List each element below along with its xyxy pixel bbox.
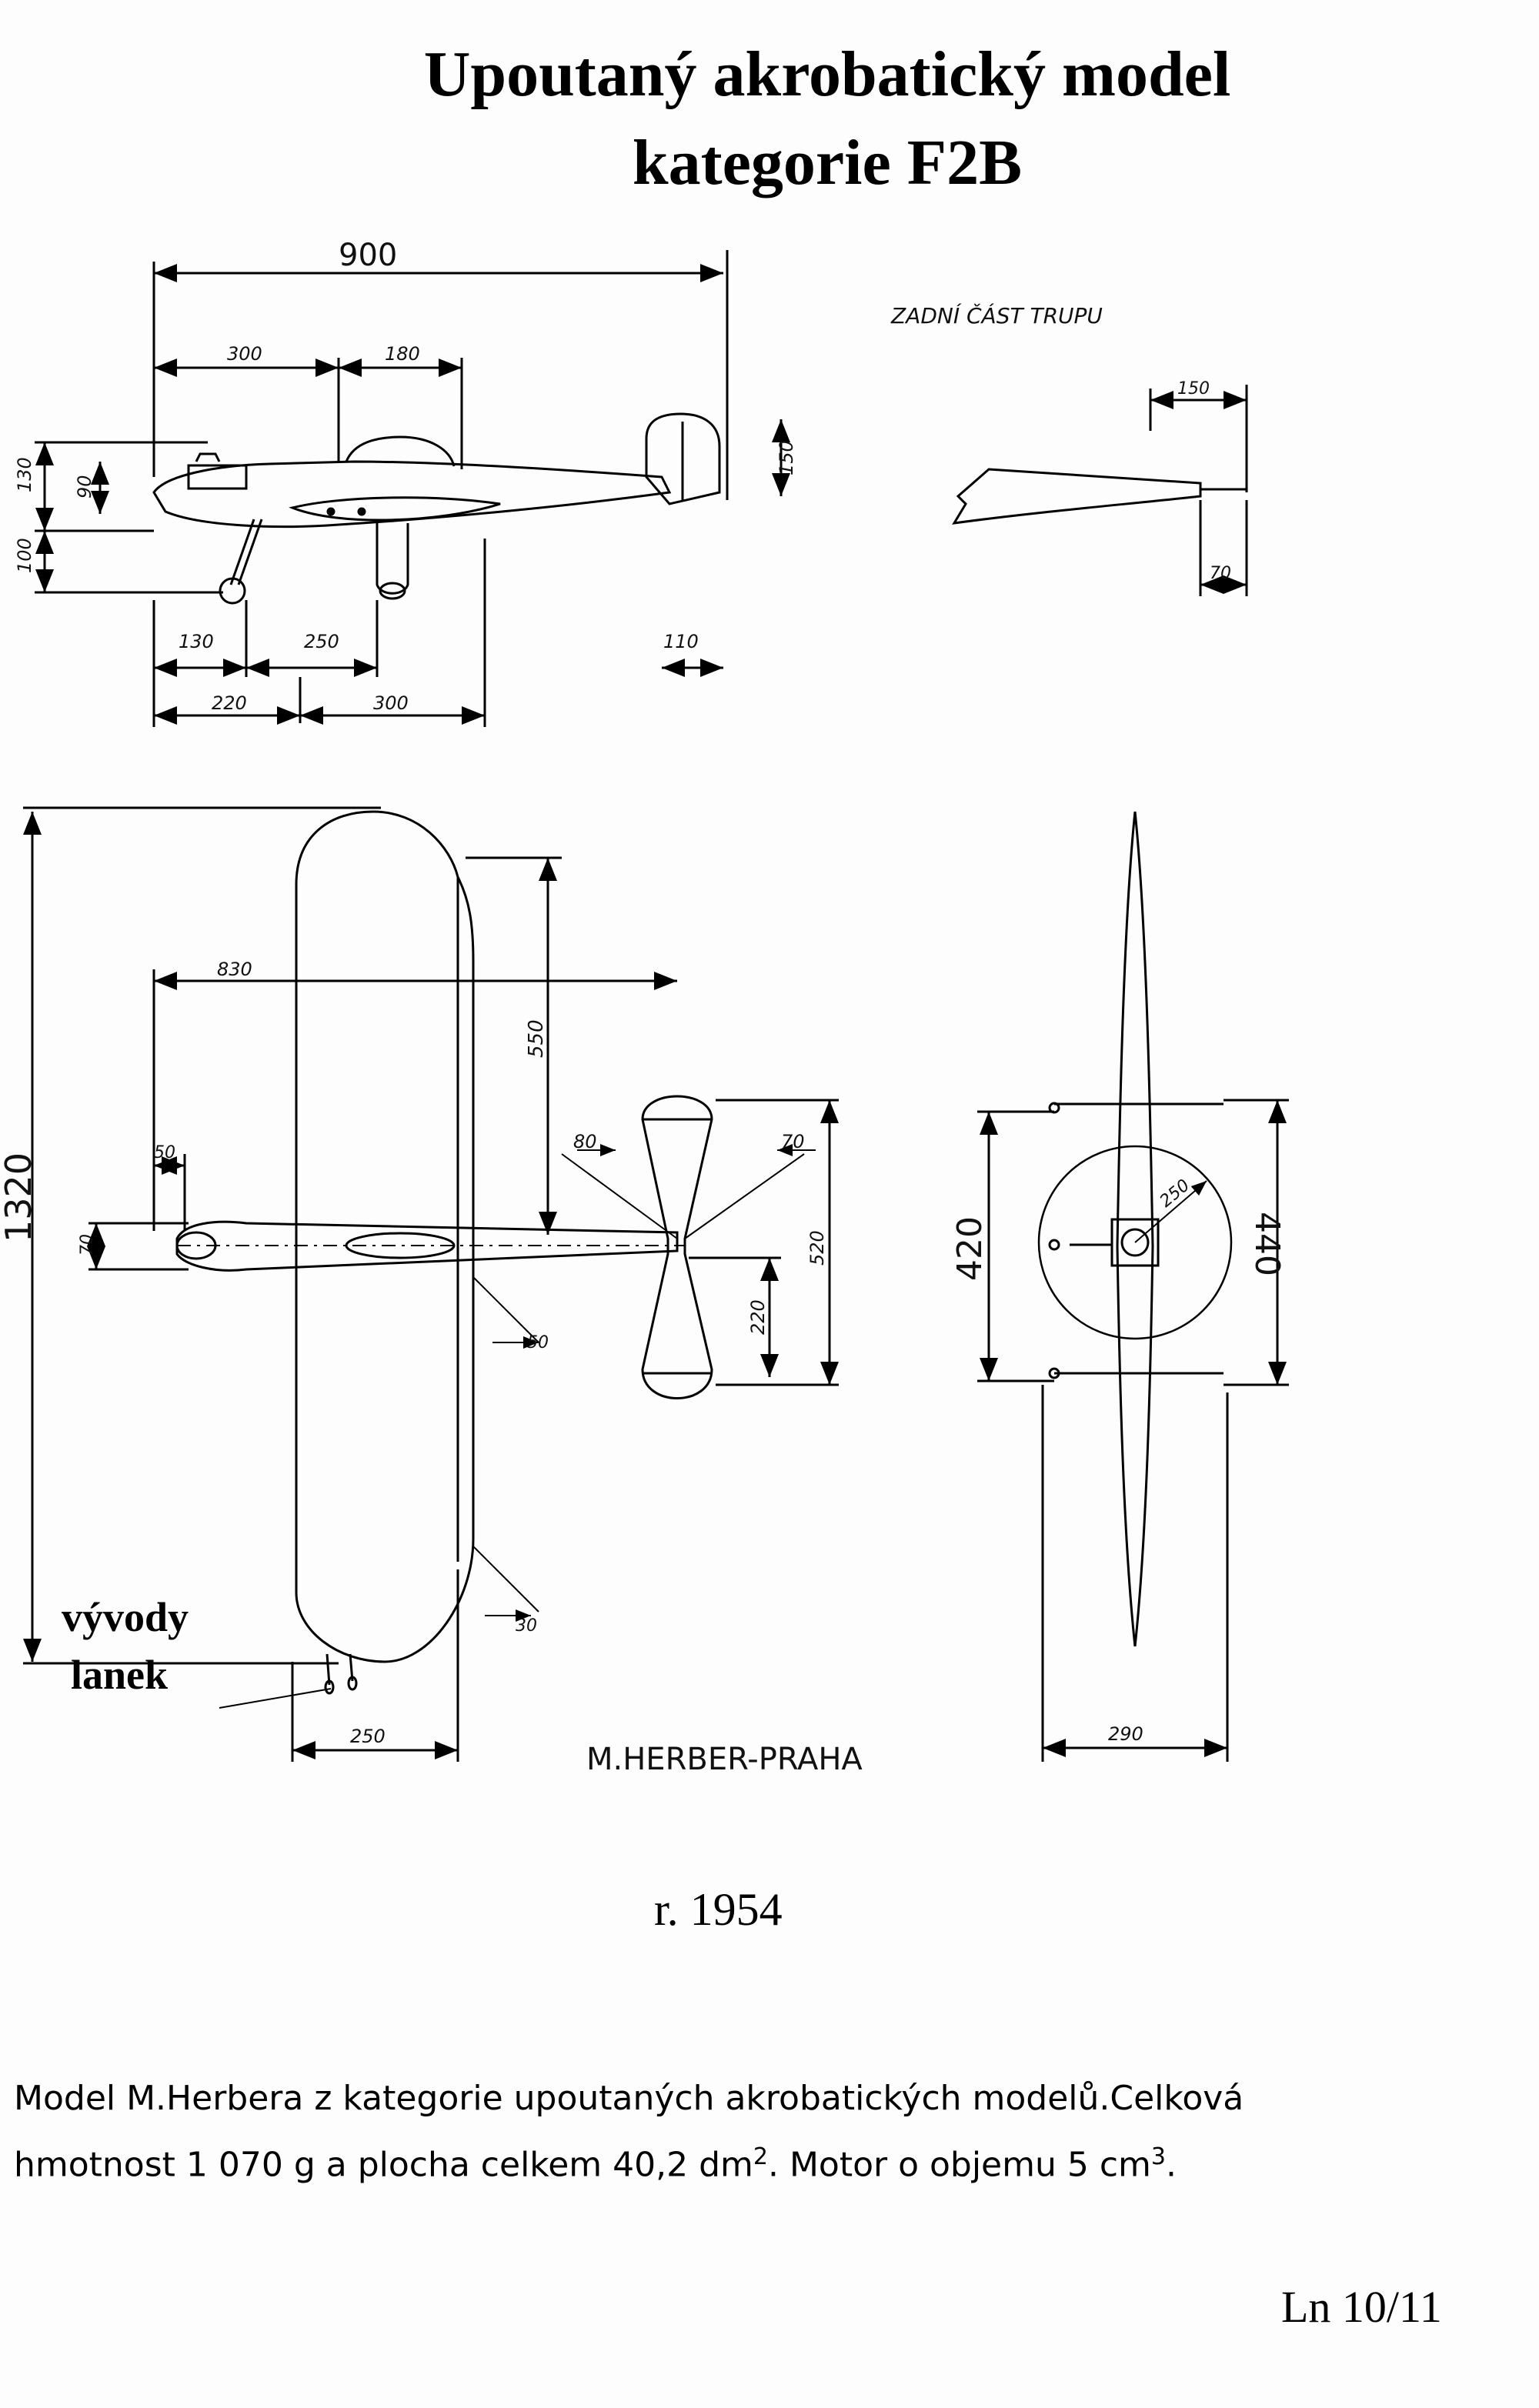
dim-420: 420 [950, 1216, 990, 1281]
side-view-labels: 900 300 180 130 100 90 150 130 250 110 2… [14, 238, 797, 714]
dim-50-nose: 50 [154, 1143, 175, 1162]
side-canopy [345, 435, 456, 467]
dim-520: 520 [806, 1230, 828, 1266]
caption: Model M.Herbera z kategorie upoutaných a… [14, 2069, 1476, 2195]
side-main-gear [229, 519, 255, 585]
top-view-labels: 1320 830 550 50 70 80 70 520 220 50 30 2… [0, 959, 863, 1777]
title-line-2: kategorie F2B [632, 127, 1023, 198]
dim-100: 100 [14, 538, 35, 573]
dim-130-bottom: 130 [179, 631, 214, 652]
dim-250: 250 [304, 631, 339, 652]
side-view [35, 250, 790, 727]
dim-150-tail: 150 [776, 440, 797, 475]
front-prop-disc [1037, 1145, 1233, 1340]
lines-label-1: vývody [62, 1594, 189, 1640]
dim-220: 220 [212, 692, 247, 714]
caption-line-1: Model M.Herbera z kategorie upoutaných a… [14, 2079, 1244, 2118]
dim-50-flap: 50 [527, 1333, 549, 1352]
year-label: r. 1954 [654, 1884, 783, 1935]
top-fuselage [175, 1220, 679, 1272]
caption-line-2-part-b: . Motor o objemu 5 cm [767, 2145, 1151, 2185]
caption-line-2-part-a: hmotnost 1 070 g a plocha celkem 40,2 dm [14, 2145, 753, 2185]
top-wing [295, 810, 475, 1663]
dim-90: 90 [74, 475, 95, 499]
designer-label: M.HERBER-PRAHA [586, 1742, 863, 1777]
dim-30: 30 [516, 1616, 537, 1636]
dim-span: 1320 [0, 1152, 39, 1242]
dim-70-nose: 70 [78, 1234, 97, 1256]
front-view [977, 811, 1289, 1762]
lines-label-2: lanek [71, 1652, 168, 1698]
dim-290: 290 [1108, 1723, 1143, 1745]
side-wing-section [289, 496, 501, 522]
page-number: Ln 10/11 [1281, 2282, 1442, 2332]
front-wing [1116, 811, 1154, 1647]
side-tail-fin [645, 412, 721, 505]
caption-sup-2: 2 [753, 2143, 768, 2170]
caption-line-2: hmotnost 1 070 g a plocha celkem 40,2 dm… [14, 2128, 1476, 2195]
side-rear-gear [376, 523, 409, 595]
rear-fuselage-label: ZADNÍ ČÁST TRUPU [890, 302, 1103, 329]
rear-fuselage-detail [952, 385, 1248, 596]
dim-220-tail: 220 [747, 1299, 769, 1335]
caption-sup-3: 3 [1150, 2143, 1166, 2170]
dim-250-prop: 250 [1157, 1176, 1193, 1211]
dim-250-tip: 250 [350, 1726, 386, 1747]
dim-150-rear: 150 [1177, 379, 1210, 399]
top-view [23, 806, 839, 1762]
dim-300-bottom: 300 [373, 692, 409, 714]
dim-80: 80 [573, 1131, 597, 1152]
dim-300-top: 300 [227, 343, 262, 365]
dim-550: 550 [525, 1019, 548, 1058]
caption-line-2-part-c: . [1165, 2145, 1177, 2185]
rear-fuselage-labels: ZADNÍ ČÁST TRUPU 150 70 [890, 302, 1231, 583]
dim-70-tail: 70 [781, 1131, 805, 1152]
dim-830: 830 [217, 959, 252, 980]
top-horizontal-tail [641, 1095, 713, 1399]
dim-180: 180 [385, 343, 420, 365]
title-line-1: Upoutaný akrobatický model [423, 38, 1231, 110]
dim-70-rear: 70 [1210, 564, 1231, 583]
dim-130-left: 130 [14, 457, 35, 492]
side-fuselage [152, 460, 672, 529]
dim-total-length: 900 [339, 238, 397, 273]
dim-440: 440 [1247, 1212, 1287, 1276]
dim-110: 110 [663, 631, 699, 652]
